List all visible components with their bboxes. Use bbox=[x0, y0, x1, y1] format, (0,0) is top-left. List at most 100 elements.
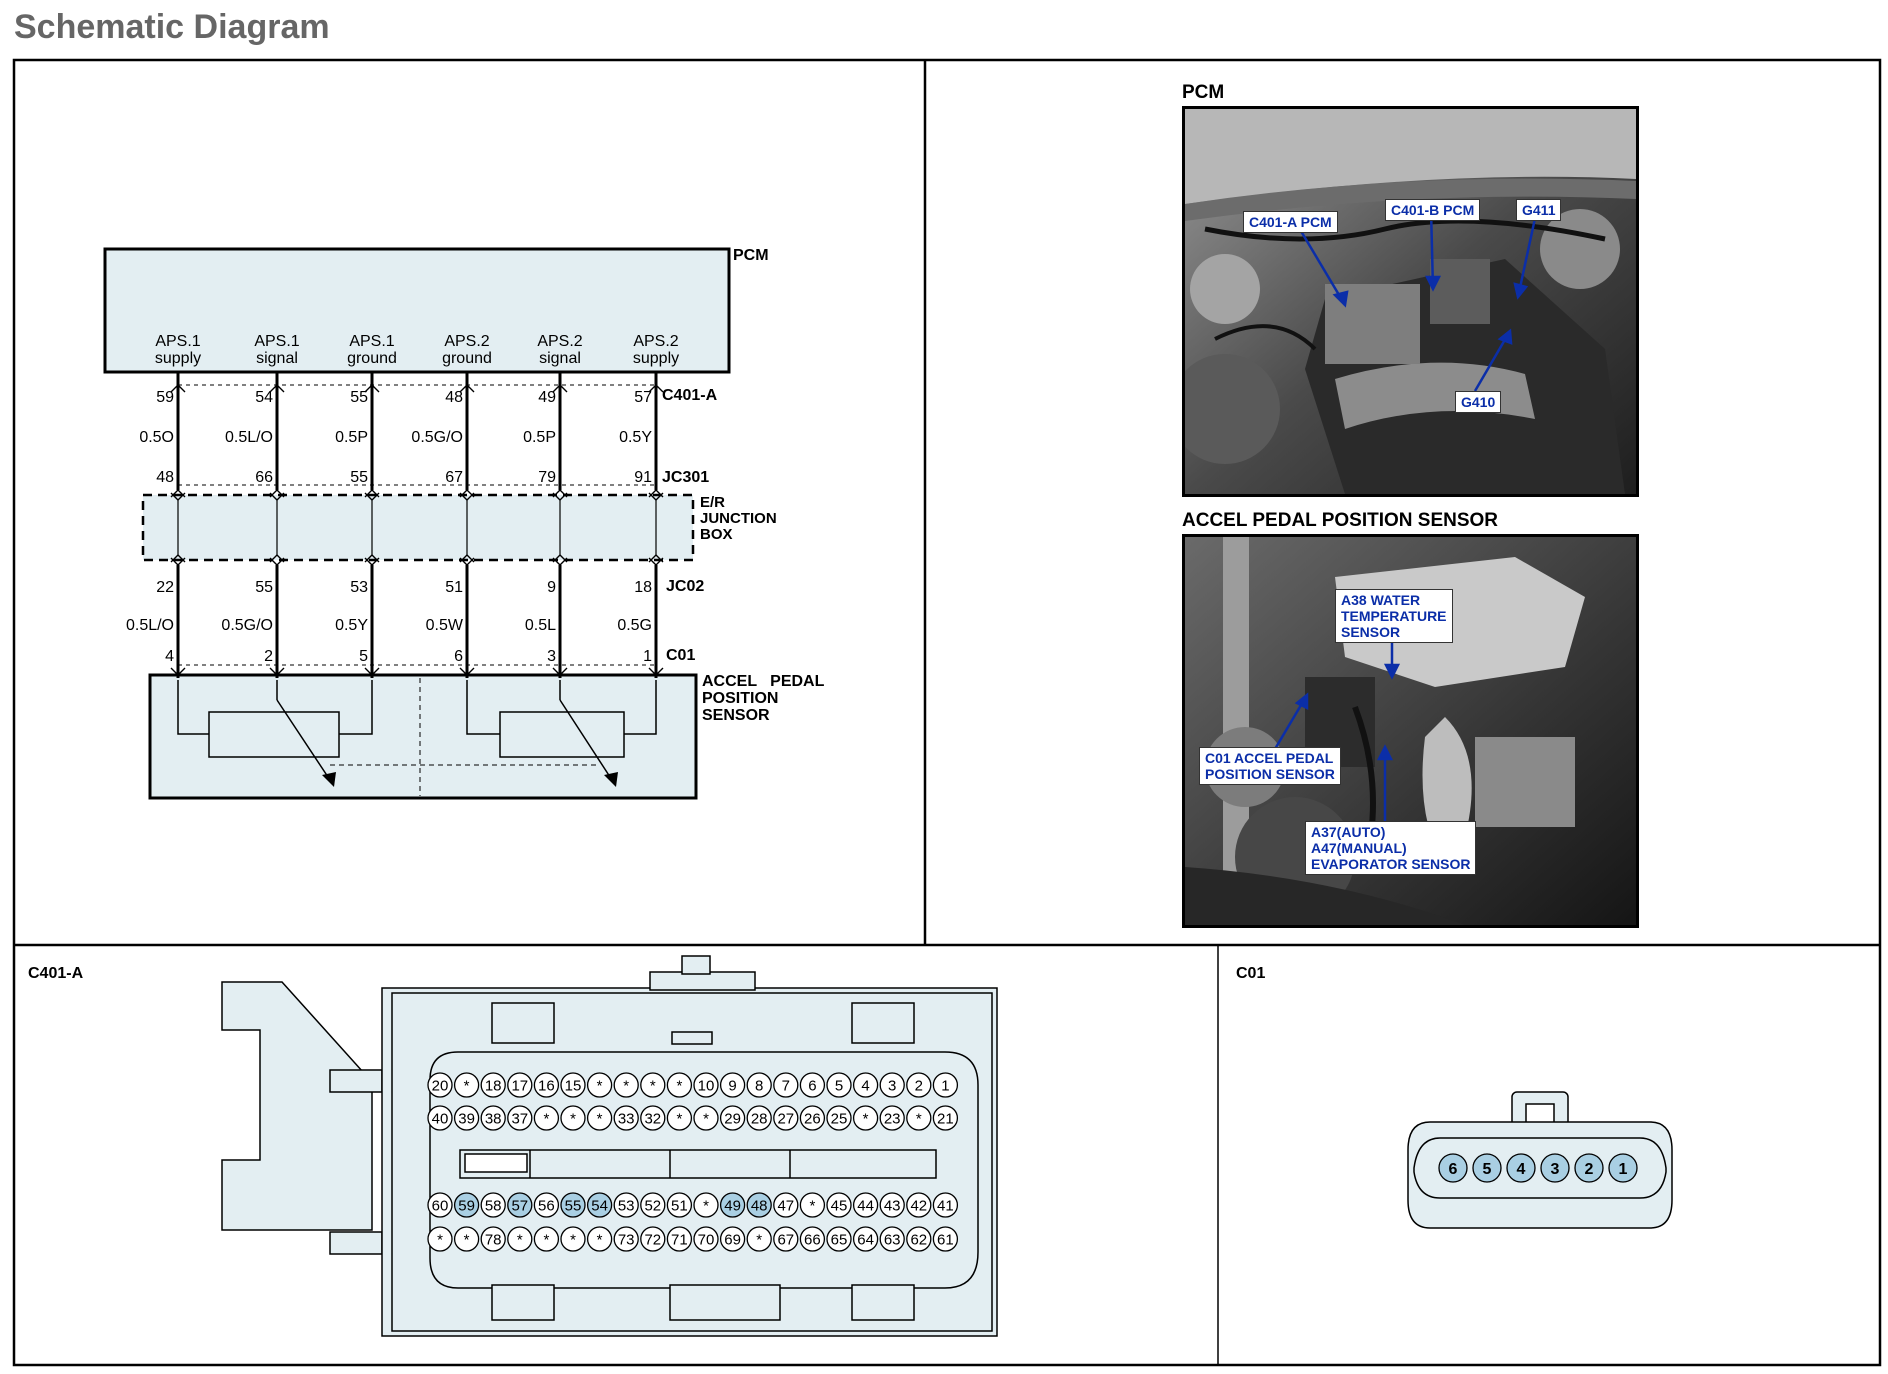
c401a-pin-number: 25 bbox=[831, 1111, 848, 1128]
c01-pin-1: 4 bbox=[165, 648, 174, 665]
c401a-pin-cell: 54 bbox=[586, 1192, 613, 1218]
c401a-pin-unused: * bbox=[613, 1072, 639, 1098]
callout-g411: G411 bbox=[1516, 199, 1562, 221]
c01-connector-body bbox=[1407, 1091, 1673, 1229]
c01-label: C01 bbox=[666, 647, 695, 664]
callout-g410: G410 bbox=[1455, 391, 1502, 413]
pcm-pin-function-6: APS.2 bbox=[633, 333, 678, 350]
c401a-pin-number: 17 bbox=[511, 1078, 528, 1095]
c401a-pin-6: 57 bbox=[634, 389, 652, 406]
c401a-pin-number: 44 bbox=[857, 1198, 874, 1215]
c401a-pin-cell: 26 bbox=[799, 1105, 826, 1131]
aps-photo: A38 WATER TEMPERATURE SENSOR C01 ACCEL P… bbox=[1182, 534, 1639, 928]
c401a-pin-unused: * bbox=[533, 1105, 560, 1131]
c401a-pin-cell: 6 bbox=[799, 1072, 826, 1098]
c01-pin-cell: 4 bbox=[1506, 1153, 1536, 1183]
c401a-pin-number: 42 bbox=[910, 1198, 927, 1215]
c401a-pin-number: 37 bbox=[511, 1111, 528, 1128]
c401a-pin-unused: * bbox=[666, 1072, 693, 1098]
c401a-pin-number: 41 bbox=[937, 1198, 954, 1215]
c401a-pin-cell: 32 bbox=[640, 1105, 666, 1131]
c401a-pin-cell: 18 bbox=[480, 1072, 506, 1098]
callout-a38-line-2: TEMPERATURE bbox=[1341, 608, 1447, 624]
wire-spec-lower-5: 0.5L bbox=[525, 617, 556, 634]
callout-c01-line-2: POSITION SENSOR bbox=[1205, 766, 1335, 782]
c01-pin-cell: 2 bbox=[1574, 1153, 1604, 1183]
c401a-pin-cell: 69 bbox=[719, 1226, 746, 1252]
c401a-pin-number: 48 bbox=[751, 1198, 768, 1215]
callout-c401a-pcm: C401-A PCM bbox=[1243, 211, 1338, 233]
c401a-pin-cell: 33 bbox=[613, 1105, 639, 1131]
c401a-pin-cell: 27 bbox=[773, 1105, 799, 1131]
c01-pin-cell: 1 bbox=[1608, 1153, 1638, 1183]
junction-box-label-3: BOX bbox=[700, 526, 733, 543]
panel-frames bbox=[12, 58, 1882, 1367]
c401a-pin-cell: 40 bbox=[427, 1105, 453, 1131]
c401a-pin-cell: 37 bbox=[507, 1105, 533, 1131]
c401a-pin-unused: * bbox=[560, 1105, 586, 1131]
c401a-pin-cell: 62 bbox=[906, 1226, 932, 1252]
wire-circuit-2 bbox=[269, 372, 285, 678]
c401a-pin-number: * bbox=[570, 1232, 576, 1249]
c401a-pin-number: * bbox=[517, 1232, 523, 1249]
c401a-pin-cell: 38 bbox=[480, 1105, 506, 1131]
c401a-pin-number: 67 bbox=[777, 1232, 794, 1249]
wire-spec-lower-6: 0.5G bbox=[617, 617, 652, 634]
jc02-pin-2: 55 bbox=[255, 579, 273, 596]
c401a-pin-number: 33 bbox=[618, 1111, 635, 1128]
c401a-pin-number: 29 bbox=[724, 1111, 741, 1128]
c401a-pin-unused: * bbox=[906, 1105, 932, 1131]
c401a-pin-cell: 66 bbox=[799, 1226, 826, 1252]
jc02-pin-4: 51 bbox=[445, 579, 463, 596]
c401a-pin-cell: 42 bbox=[906, 1192, 932, 1218]
c401a-pin-number: 10 bbox=[698, 1078, 715, 1095]
c401a-pin-cell: 61 bbox=[932, 1226, 959, 1252]
c401a-pin-cell: 63 bbox=[879, 1226, 905, 1252]
c401a-pin-number: 6 bbox=[808, 1078, 816, 1095]
c01-view-label: C01 bbox=[1236, 965, 1265, 982]
wire-spec-upper-4: 0.5G/O bbox=[411, 429, 463, 446]
c401a-pin-cell: 55 bbox=[560, 1192, 586, 1218]
wire-spec-lower-1: 0.5L/O bbox=[126, 617, 174, 634]
c401a-pin-3: 55 bbox=[350, 389, 368, 406]
sensor-box bbox=[148, 673, 698, 800]
c401a-pin-number: * bbox=[623, 1078, 629, 1095]
c401a-pin-cell: 56 bbox=[533, 1192, 560, 1218]
c401a-pin-cell: 58 bbox=[480, 1192, 506, 1218]
aps-photo-label: ACCEL PEDAL POSITION SENSOR bbox=[1182, 510, 1499, 531]
pcm-photo: C401-A PCM C401-B PCM G411 G410 bbox=[1182, 106, 1639, 497]
c401a-pin-number: 7 bbox=[782, 1078, 790, 1095]
c401a-pin-number: 62 bbox=[910, 1232, 927, 1249]
jc301-pin-5: 79 bbox=[538, 469, 556, 486]
c401a-pin-cell: 7 bbox=[773, 1072, 799, 1098]
c401a-pin-number: * bbox=[597, 1111, 603, 1128]
c401a-pin-number: 23 bbox=[884, 1111, 901, 1128]
c401a-pin-unused: * bbox=[693, 1192, 719, 1218]
c401a-pin-number: 43 bbox=[884, 1198, 901, 1215]
c401a-pin-number: 54 bbox=[591, 1198, 608, 1215]
c401a-view-label: C401-A bbox=[28, 965, 84, 982]
c401a-pin-number: 20 bbox=[432, 1078, 449, 1095]
c401a-pin-cell: 73 bbox=[613, 1226, 639, 1252]
pcm-label: PCM bbox=[733, 247, 769, 264]
c401a-pin-number: 72 bbox=[644, 1232, 661, 1249]
wire-circuit-3 bbox=[364, 372, 380, 678]
pcm-photo-arrows bbox=[1293, 208, 1539, 392]
c401a-pin-cell: 5 bbox=[826, 1072, 852, 1098]
wire-spec-upper-3: 0.5P bbox=[335, 429, 368, 446]
pcm-pin-function-sub-4: ground bbox=[442, 350, 492, 367]
jc02-pin-5: 9 bbox=[547, 579, 556, 596]
c401a-pin-number: 61 bbox=[937, 1232, 954, 1249]
callout-a37-line-2: A47(MANUAL) bbox=[1311, 840, 1407, 856]
c401a-pin-5: 49 bbox=[538, 389, 556, 406]
callout-a38: A38 WATER TEMPERATURE SENSOR bbox=[1335, 589, 1453, 643]
c401a-pin-cell: 17 bbox=[507, 1072, 533, 1098]
c401a-pin-number: 27 bbox=[777, 1111, 794, 1128]
callout-c401b-pcm: C401-B PCM bbox=[1385, 199, 1481, 221]
c01-pin-6: 1 bbox=[643, 648, 652, 665]
c401a-pin-number: 78 bbox=[485, 1232, 502, 1249]
c01-pin-2: 2 bbox=[264, 648, 273, 665]
c401a-pin-number: * bbox=[676, 1078, 682, 1095]
c401a-pin-unused: * bbox=[533, 1226, 560, 1252]
c401a-pin-number: * bbox=[543, 1232, 549, 1249]
